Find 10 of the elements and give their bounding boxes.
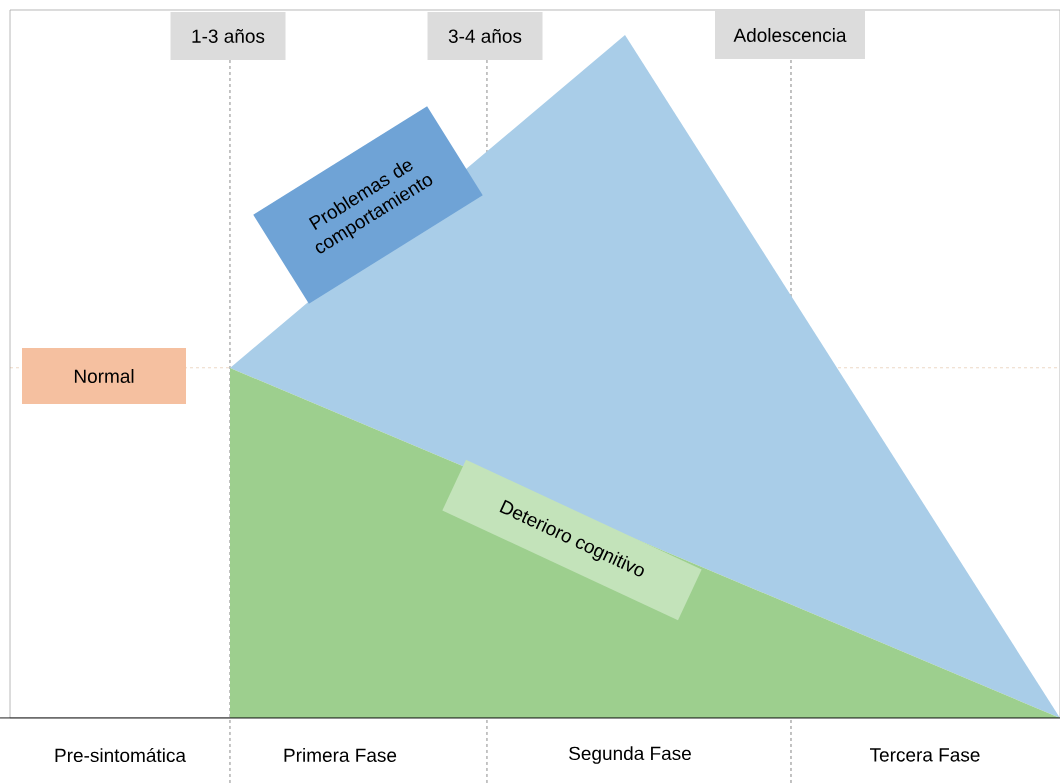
node-label: 3-4 años (448, 29, 522, 43)
level-label-box: Normal (22, 348, 186, 404)
time-label-box: 1-3 años (170, 12, 286, 60)
phase-label: Pre-sintomática (55, 747, 186, 763)
node-label: 1-3 años (192, 29, 265, 43)
time-label-box: Adolescencia (715, 11, 865, 59)
time-label-box: 3-4 años (427, 12, 543, 60)
phase-label: Segunda Fase (569, 746, 691, 764)
phase-label: Primera Fase (284, 748, 397, 762)
phase-label: Tercera Fase (870, 748, 980, 762)
